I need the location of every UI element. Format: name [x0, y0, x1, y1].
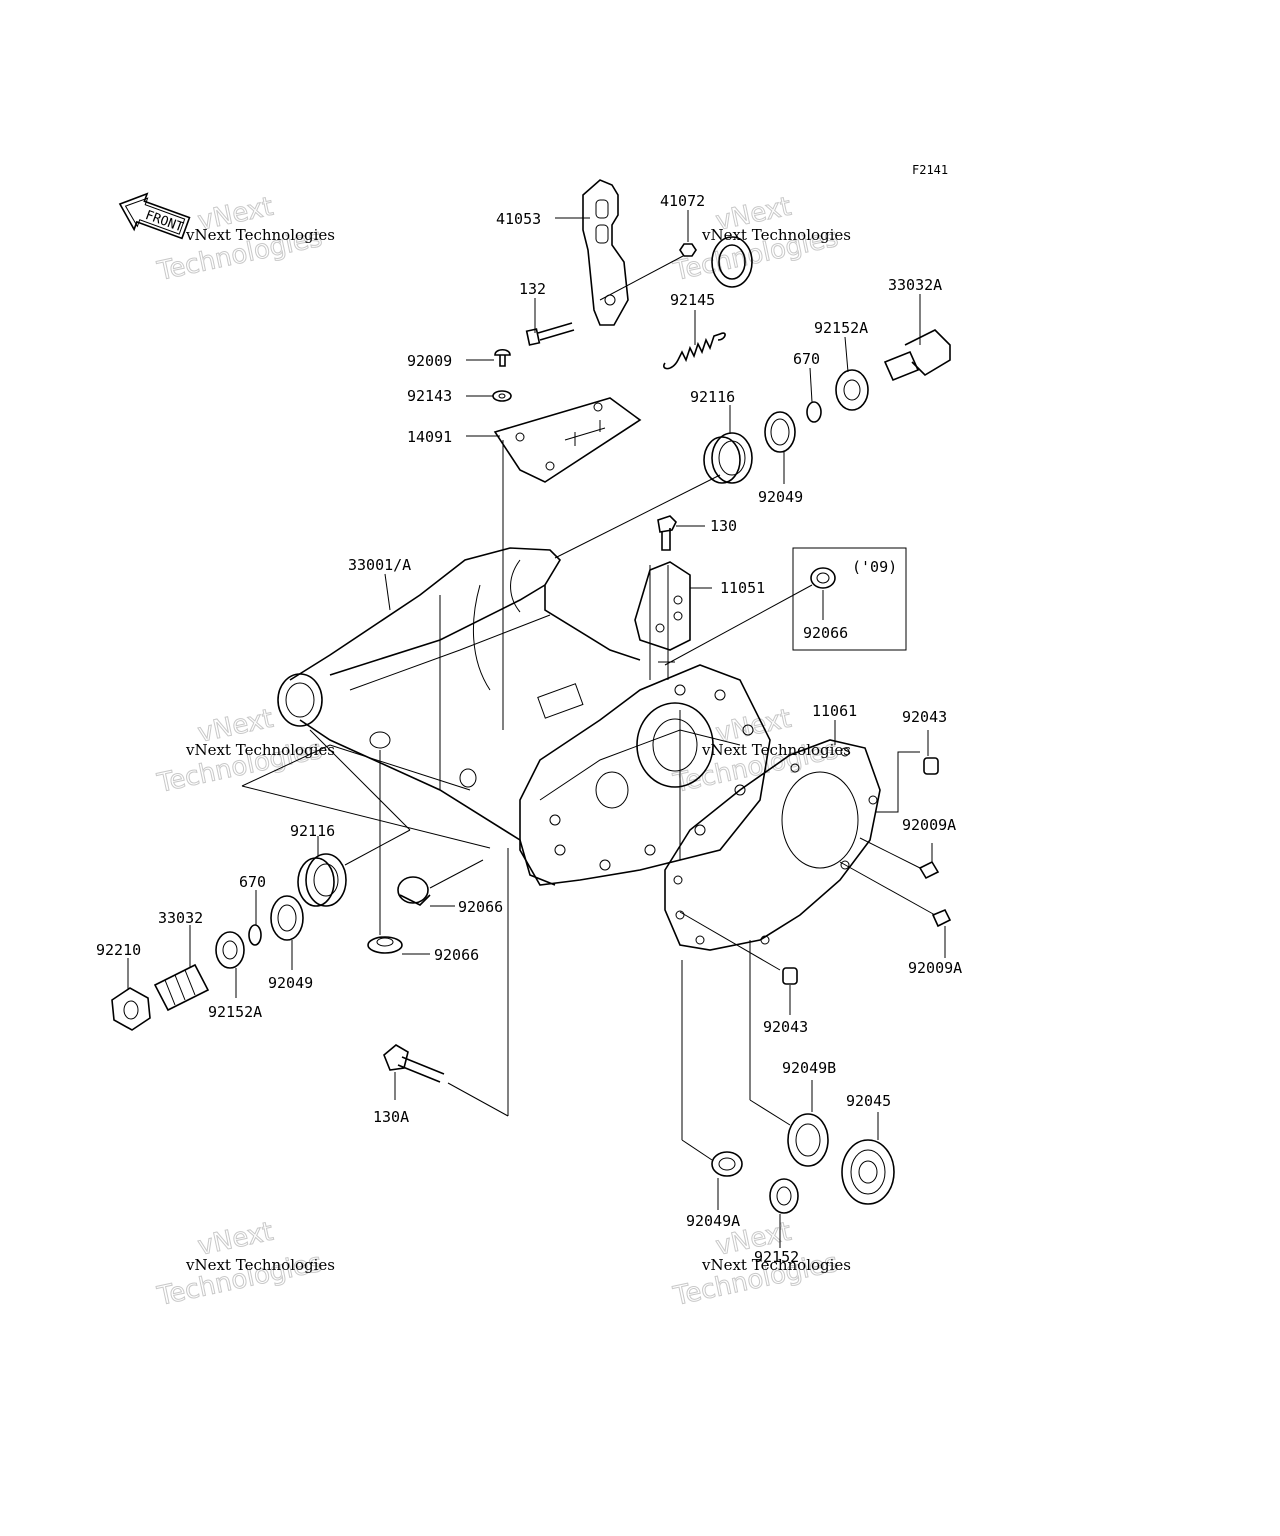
gasket-11061 — [664, 739, 881, 951]
label-92152: 92152 — [754, 1248, 799, 1266]
label-92210: 92210 — [96, 941, 141, 959]
svg-text:vNext Technologies: vNext Technologies — [701, 226, 851, 244]
label-92049-top: 92049 — [758, 488, 803, 506]
bolt-132 — [525, 322, 575, 346]
bushing-92152 — [769, 1178, 799, 1214]
swingarm-33001A — [277, 547, 771, 886]
label-92116-top: 92116 — [690, 388, 735, 406]
svg-text:vNext Technologies: vNext Technologies — [701, 741, 851, 759]
leader-lines — [127, 210, 946, 1248]
watermark-bottom-left: vNext Technologies vNext Technologies — [154, 1216, 335, 1312]
label-92043-mid: 92043 — [763, 1018, 808, 1036]
label-11061: 11061 — [812, 702, 857, 720]
circlip-670-top — [806, 401, 822, 423]
label-33032A: 33032A — [888, 276, 942, 294]
svg-text:vNext Technologies: vNext Technologies — [185, 1256, 335, 1274]
collar-92152A-top — [835, 369, 869, 411]
label-92045: 92045 — [846, 1092, 891, 1110]
label-92049B: 92049B — [782, 1059, 836, 1077]
watermark-top-left: vNext Technologies vNext Technologies — [154, 191, 335, 287]
figure-code: F2141 — [912, 163, 948, 177]
dowel-92043-mid — [782, 967, 798, 985]
label-14091: 14091 — [407, 428, 452, 446]
svg-text:vNext Technologies: vNext Technologies — [185, 741, 335, 759]
label-11051: 11051 — [720, 579, 765, 597]
collar-92152A-left — [215, 931, 245, 969]
label-670-left: 670 — [239, 873, 266, 891]
bracket-11051 — [634, 561, 691, 651]
svg-text:vNext Technologies: vNext Technologies — [185, 226, 335, 244]
label-33032: 33032 — [158, 909, 203, 927]
bearing-92116-top — [711, 236, 753, 288]
label-92009A-2: 92009A — [908, 959, 962, 977]
shaft-33032A — [883, 329, 951, 382]
nut-41072 — [679, 243, 697, 257]
bolt-130 — [657, 515, 677, 551]
label-92049-left: 92049 — [268, 974, 313, 992]
screw-92009A-1 — [918, 860, 940, 880]
variant-note: ('09) — [852, 558, 897, 576]
label-92145: 92145 — [670, 291, 715, 309]
label-130A: 130A — [373, 1108, 409, 1126]
cap-92066-a — [397, 876, 431, 906]
seal-92049-top — [764, 411, 796, 453]
bearing-92116-upper — [703, 432, 753, 484]
label-92066-box: 92066 — [803, 624, 848, 642]
label-670-top: 670 — [793, 350, 820, 368]
bearing-92116-left — [297, 853, 347, 907]
part-labels: 41053 41072 132 92145 33032A 92152A 670 … — [96, 192, 962, 1266]
label-41053: 41053 — [496, 210, 541, 228]
cover-plate-14091 — [493, 397, 642, 483]
variant-box-09: ('09) — [792, 547, 907, 651]
label-92009: 92009 — [407, 352, 452, 370]
label-92152A-top: 92152A — [814, 319, 868, 337]
svg-text:vNext Technologies: vNext Technologies — [701, 1256, 851, 1274]
shaft-33032 — [153, 963, 210, 1012]
label-33001A: 33001/A — [348, 556, 411, 574]
label-92143: 92143 — [407, 387, 452, 405]
label-92066-b: 92066 — [434, 946, 479, 964]
bearing-92045 — [841, 1139, 895, 1205]
bolt-130A — [383, 1044, 445, 1083]
label-92152A-left: 92152A — [208, 1003, 262, 1021]
nut-92210 — [111, 987, 151, 1031]
screw-92009A-2 — [931, 908, 952, 928]
label-92043-top: 92043 — [902, 708, 947, 726]
spring-92145 — [663, 332, 726, 370]
label-92009A-1: 92009A — [902, 816, 956, 834]
seal-92049-left — [270, 895, 304, 941]
dowel-92043-top — [923, 757, 939, 775]
circlip-670-left — [248, 924, 262, 946]
seal-92049A — [711, 1151, 743, 1177]
cap-92066-b — [367, 936, 403, 954]
label-132: 132 — [519, 280, 546, 298]
label-130: 130 — [710, 517, 737, 535]
front-arrow-icon: FRONT — [118, 192, 191, 240]
label-92049A: 92049A — [686, 1212, 740, 1230]
screw-92009 — [494, 348, 511, 367]
washer-92143 — [492, 390, 512, 402]
label-41072: 41072 — [660, 192, 705, 210]
seal-92049B — [787, 1113, 829, 1167]
label-92116-left: 92116 — [290, 822, 335, 840]
label-92066-a: 92066 — [458, 898, 503, 916]
bracket-41053 — [582, 179, 629, 326]
